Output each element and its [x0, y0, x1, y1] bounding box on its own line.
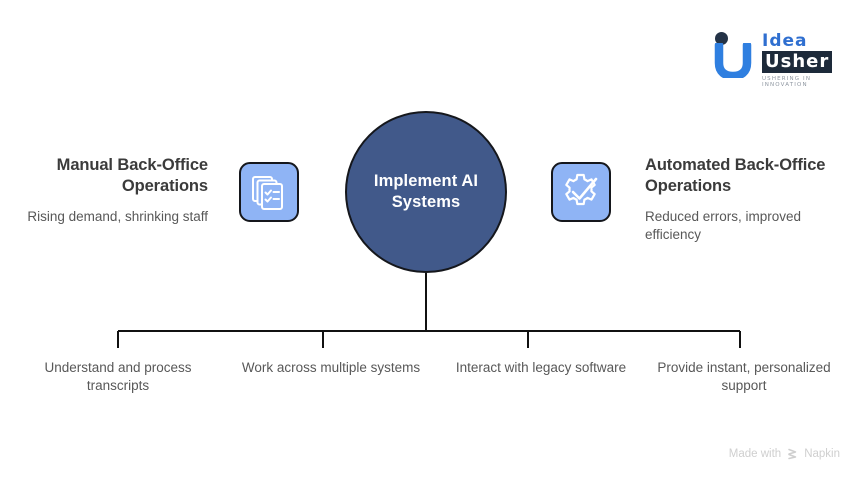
side-block-automated: Automated Back-Office Operations Reduced… — [645, 155, 845, 244]
side-block-manual: Manual Back-Office Operations Rising dem… — [8, 155, 208, 226]
logo-wordmark: Idea Usher USHERING IN INNOVATION — [762, 30, 838, 88]
logo-usher-text: Usher — [762, 51, 833, 73]
checklist-documents-icon — [252, 176, 283, 210]
branch-label-2: Interact with legacy software — [455, 360, 627, 375]
center-node-implement-ai[interactable]: Implement AI Systems — [345, 111, 507, 273]
gear-check-icon — [565, 173, 598, 206]
side-title-manual: Manual Back-Office Operations — [56, 156, 208, 195]
logo-idea-text: Idea — [762, 31, 808, 51]
side-subtitle-manual: Rising demand, shrinking staff — [27, 209, 208, 224]
branch-label-1: Work across multiple systems — [241, 360, 421, 375]
brand-logo: Idea Usher USHERING IN INNOVATION — [712, 30, 838, 88]
branch-label-0: Understand and process transcripts — [44, 360, 192, 393]
side-subtitle-automated: Reduced errors, improved efficiency — [645, 209, 802, 242]
watermark-brand-text: Napkin — [804, 447, 840, 460]
icon-tile-manual-operations[interactable] — [239, 162, 299, 222]
center-node-label: Implement AI Systems — [373, 172, 479, 211]
logo-u-icon — [714, 43, 752, 78]
side-title-automated: Automated Back-Office Operations — [645, 156, 826, 195]
logo-dot-icon — [715, 32, 728, 45]
branch-label-3: Provide instant, personalized support — [657, 360, 831, 393]
logo-tagline: USHERING IN INNOVATION — [762, 76, 812, 88]
watermark: Made with Napkin — [729, 447, 840, 460]
logo-mark-icon — [712, 30, 758, 80]
napkin-logo-icon — [788, 448, 797, 460]
watermark-made-with-text: Made with — [728, 447, 782, 460]
icon-tile-automated-operations[interactable] — [551, 162, 611, 222]
